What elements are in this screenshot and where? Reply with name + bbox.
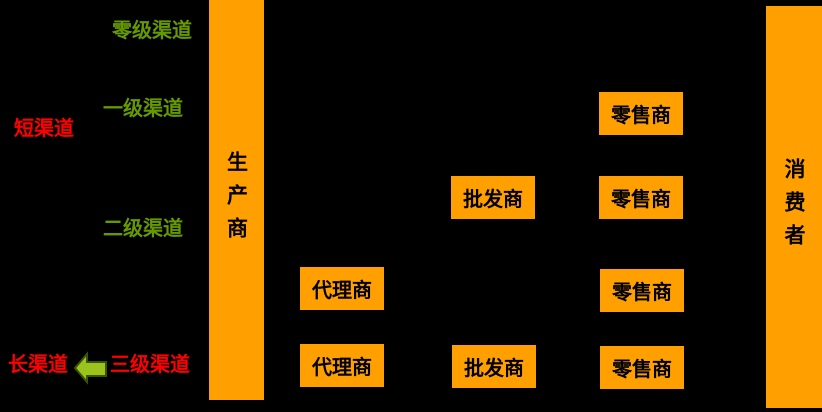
- wholesaler-box-row2: 批发商: [451, 176, 535, 219]
- retailer-box-row1: 零售商: [599, 92, 683, 135]
- left-block-arrow-icon: [73, 349, 109, 387]
- short-channel-label: 短渠道: [14, 116, 74, 140]
- retailer-box-row3: 零售商: [600, 269, 684, 312]
- consumer-bar-label: 消费者: [782, 157, 806, 257]
- consumer-bar: 消费者: [766, 6, 822, 408]
- retailer-box-row4: 零售商: [600, 346, 684, 389]
- producer-bar-label: 生产商: [224, 150, 249, 250]
- first-level-channel-label: 一级渠道: [103, 96, 183, 120]
- agent-box-row3: 代理商: [300, 267, 384, 310]
- wholesaler-box-row4: 批发商: [452, 345, 536, 388]
- left-block-arrow-svg: [73, 351, 107, 385]
- long-channel-label: 长渠道: [8, 352, 68, 376]
- agent-box-row4: 代理商: [300, 344, 384, 387]
- retailer-box-row2: 零售商: [599, 176, 683, 219]
- producer-bar: 生产商: [209, 0, 264, 400]
- second-level-channel-label: 二级渠道: [103, 216, 183, 240]
- zero-level-channel-label: 零级渠道: [112, 18, 192, 42]
- third-level-channel-label: 三级渠道: [110, 352, 190, 376]
